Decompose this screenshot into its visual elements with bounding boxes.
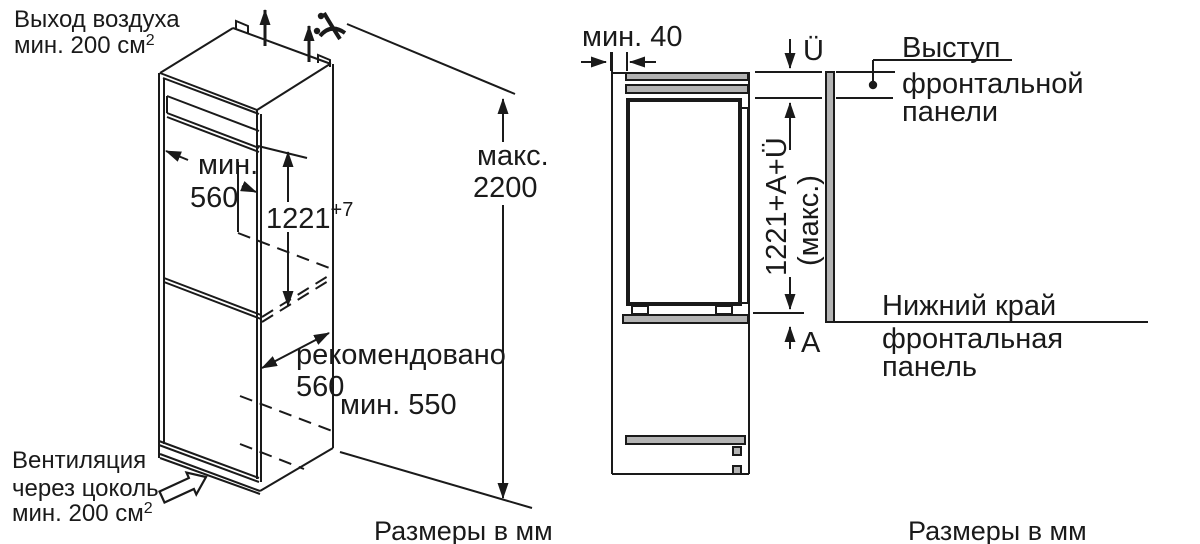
niche-interior	[163, 162, 334, 323]
top-gap-value: мин. 40	[582, 21, 683, 53]
door-hinge-strip	[740, 107, 749, 304]
bottom-edge-label: Нижний край	[882, 290, 1056, 322]
air-outlet-label-2: мин. 200 см2	[14, 32, 155, 59]
appliance-body	[626, 98, 749, 315]
cabinet-top-face	[159, 19, 332, 115]
scissors-icon	[313, 11, 347, 41]
total-height-value-2: (макс.)	[793, 175, 825, 266]
top-gap-dimension	[581, 52, 656, 71]
max-height-label: макс.	[477, 140, 549, 172]
total-height-value: 1221+A+Ü	[761, 137, 793, 276]
front-overhang-label-2: фронтальной	[902, 68, 1084, 100]
air-outlet-label: Выход воздуха	[14, 6, 180, 33]
units-caption-right: Размеры в мм	[908, 516, 1087, 544]
overhang-letter: Ü	[803, 35, 824, 67]
niche-width-value: 560	[190, 182, 238, 214]
bottom-gap-letter: A	[801, 327, 821, 359]
niche-width-label: мин.	[198, 149, 258, 181]
side-section-view: мин. 40 Ü Выступ фронтальной панели 1221…	[581, 21, 1148, 544]
bottom-edge-label-3: панель	[882, 351, 977, 383]
plinth-panel	[625, 435, 746, 445]
depth-min-value: мин. 550	[340, 389, 457, 421]
front-overhang-leader	[868, 59, 1012, 90]
plinth-vent-label-3: мин. 200 см2	[12, 500, 153, 527]
niche-isometric-view: Выход воздуха мин. 200 см2 мин. 560 1221…	[12, 6, 553, 544]
rear-spacer-notch	[235, 19, 249, 34]
units-caption-left: Размеры в мм	[374, 516, 553, 544]
front-door-panel	[825, 71, 835, 323]
bottom-edge-label-2: фронтальная	[882, 323, 1063, 355]
plinth-bracket	[732, 446, 742, 456]
top-baffle-panel	[625, 84, 749, 94]
front-overhang-label: Выступ	[902, 32, 1001, 64]
niche-height-value: 1221+7	[266, 199, 353, 235]
extension-line-top	[346, 23, 516, 95]
cabinet-frame-edges	[158, 64, 334, 482]
air-outlet-arrows	[259, 9, 315, 62]
plinth-bracket	[732, 465, 742, 475]
plinth-area	[158, 395, 334, 495]
plinth-vent-arrow-icon	[158, 471, 208, 504]
appliance-foot	[715, 305, 733, 315]
depth-recommended-label: рекомендовано	[296, 339, 506, 371]
plinth-vent-label: Вентиляция	[12, 447, 146, 474]
dimension-arrows-left	[165, 98, 509, 499]
max-height-value: 2200	[473, 172, 538, 204]
front-overhang-label-3: панели	[902, 96, 998, 128]
reference-lines	[753, 71, 1148, 323]
plinth-vent-label-2: через цоколь	[12, 475, 159, 502]
leader-dot	[868, 80, 878, 90]
top-panel	[625, 72, 749, 81]
appliance-foot	[631, 305, 649, 315]
bottom-panel	[622, 314, 749, 324]
rear-spacer-notch	[317, 53, 331, 67]
depth-recommended-value: 560	[296, 371, 344, 403]
